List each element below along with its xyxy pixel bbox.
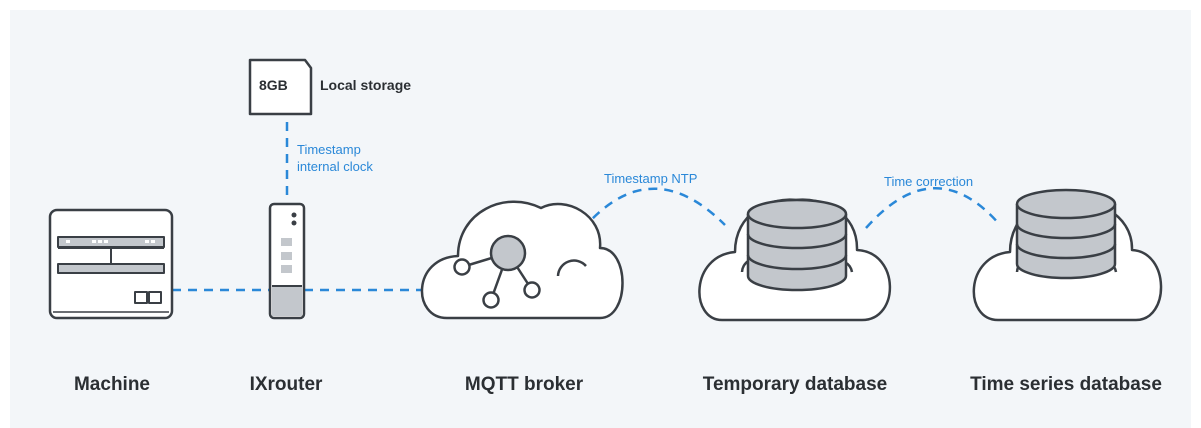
temporary-database-cloud-icon (698, 198, 892, 322)
router-label: IXrouter (249, 374, 323, 395)
local-storage-label: Local storage (320, 77, 412, 93)
mqtt-broker-cloud-icon (420, 200, 624, 320)
sd-card-icon (248, 58, 313, 116)
temporary-database-label: Temporary database (702, 374, 888, 395)
temp-timeseries-connector (865, 187, 1001, 229)
timestamp-ntp-label: Timestamp NTP (604, 171, 698, 186)
broker-label: MQTT broker (464, 374, 584, 395)
machine-label: Machine (73, 374, 151, 395)
router-clock-line-2: internal clock (297, 159, 373, 174)
broker-temp-connector (581, 187, 726, 231)
time-series-database-label: Time series database (970, 374, 1162, 395)
machine-icon (48, 208, 174, 320)
time-correction-label: Time correction (884, 174, 974, 189)
router-clock-annotation: Timestamp internal clock (297, 141, 373, 175)
router-icon (268, 202, 306, 320)
sd-card-capacity: 8GB (259, 77, 288, 93)
router-clock-line-1: Timestamp (297, 142, 361, 157)
time-series-database-cloud-icon (972, 188, 1163, 322)
